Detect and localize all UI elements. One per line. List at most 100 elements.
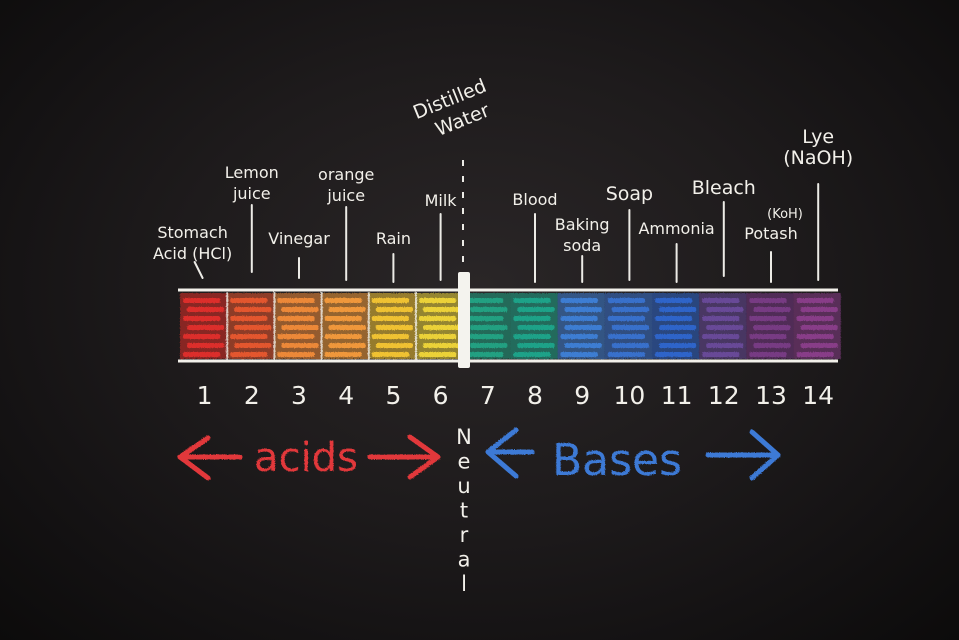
- chalk-stroke: [183, 298, 221, 303]
- substance-text: Lye: [802, 126, 834, 148]
- chalk-stroke: [706, 325, 744, 330]
- bases-label: Bases: [552, 435, 682, 486]
- chalk-stroke: [513, 298, 551, 303]
- ph-color-bar: [180, 292, 841, 360]
- chalk-stroke: [324, 316, 362, 321]
- substance-text: juice: [326, 186, 365, 205]
- substance-text: Bleach: [692, 177, 756, 199]
- substance-text: Ammonia: [638, 219, 714, 238]
- substance-label-7: Baking soda: [555, 215, 610, 283]
- chalk-stroke: [655, 316, 693, 321]
- substance-label-6: Blood: [512, 190, 558, 283]
- chalk-stroke: [324, 334, 362, 339]
- chalk-stroke: [611, 307, 649, 312]
- substance-text: Milk: [425, 191, 458, 210]
- chalk-stroke: [706, 343, 744, 348]
- chalk-stroke: [371, 298, 409, 303]
- bases-region: Bases: [485, 427, 781, 486]
- chalk-stroke: [611, 325, 649, 330]
- chalk-stroke: [753, 325, 791, 330]
- chalk-stroke: [702, 316, 740, 321]
- chalk-stroke: [607, 316, 645, 321]
- chalk-stroke: [423, 307, 461, 312]
- substance-text: Vinegar: [268, 229, 330, 248]
- chalk-stroke: [234, 307, 272, 312]
- chalk-stroke: [183, 316, 221, 321]
- chalk-stroke: [277, 298, 315, 303]
- chalk-stroke: [324, 298, 362, 303]
- chalk-stroke: [328, 343, 366, 348]
- neutral-letter: u: [457, 474, 470, 498]
- chalk-stroke: [702, 352, 740, 357]
- chalk-stroke: [466, 316, 504, 321]
- chalk-stroke: [749, 334, 787, 339]
- neutral-letter: a: [458, 548, 471, 572]
- chalk-stroke: [659, 325, 697, 330]
- chalk-stroke: [749, 316, 787, 321]
- chalk-stroke: [560, 298, 598, 303]
- substance-text: soda: [563, 236, 601, 255]
- acids-label: acids: [254, 435, 358, 481]
- neutral-letter: r: [460, 523, 469, 547]
- chalk-stroke: [371, 334, 409, 339]
- acids-region: acids: [177, 434, 441, 481]
- ph-number-2: 2: [244, 381, 260, 410]
- chalk-stroke: [800, 307, 838, 312]
- substance-label-10: Bleach: [692, 177, 756, 277]
- chalk-stroke: [371, 316, 409, 321]
- chalk-stroke: [466, 352, 504, 357]
- chalk-stroke: [513, 316, 551, 321]
- chalk-stroke: [753, 307, 791, 312]
- chalk-stroke: [230, 316, 268, 321]
- chalk-stroke: [375, 325, 413, 330]
- ph-number-12: 12: [708, 381, 740, 410]
- bases-arrowhead-left: [485, 427, 519, 479]
- chalk-stroke: [183, 334, 221, 339]
- substance-text: Baking: [555, 215, 610, 234]
- chalk-stroke: [230, 334, 268, 339]
- substance-text: Acid (HCl): [153, 244, 232, 263]
- substance-label-8: Soap: [606, 183, 653, 281]
- chalk-stroke: [470, 343, 508, 348]
- chalk-stroke: [513, 352, 551, 357]
- chalk-stroke: [611, 343, 649, 348]
- leader-line: [193, 261, 204, 279]
- ph-number-14: 14: [802, 381, 834, 410]
- substance-text: (KoH): [767, 207, 803, 222]
- acids-arrowhead-right: [407, 434, 441, 480]
- chalk-stroke: [517, 307, 555, 312]
- chalk-stroke: [564, 343, 602, 348]
- chalk-stroke: [419, 316, 457, 321]
- chalk-stroke: [607, 352, 645, 357]
- chalk-stroke: [796, 334, 834, 339]
- title-distilled-water: Distilled Water: [410, 75, 493, 141]
- chalk-stroke: [517, 343, 555, 348]
- substance-text: Lemon: [225, 163, 279, 182]
- substance-text: (NaOH): [783, 147, 853, 169]
- ph-number-11: 11: [661, 381, 693, 410]
- ph-number-6: 6: [433, 381, 449, 410]
- chalk-stroke: [706, 307, 744, 312]
- ph-number-13: 13: [755, 381, 787, 410]
- substance-text: Rain: [376, 229, 411, 248]
- ph-number-7: 7: [480, 381, 496, 410]
- chalk-stroke: [800, 343, 838, 348]
- chalk-stroke: [371, 352, 409, 357]
- chalk-stroke: [749, 352, 787, 357]
- chalk-stroke: [466, 334, 504, 339]
- chalk-stroke: [466, 298, 504, 303]
- substance-label-12: Lye(NaOH): [783, 126, 853, 281]
- chalk-stroke: [375, 307, 413, 312]
- neutral-letter: l: [461, 572, 467, 596]
- substance-label-5: Milk: [425, 191, 458, 281]
- chalk-stroke: [560, 316, 598, 321]
- chalk-stroke: [607, 334, 645, 339]
- bases-arrowhead-right: [749, 429, 781, 481]
- chalk-stroke: [277, 316, 315, 321]
- chalk-stroke: [230, 352, 268, 357]
- chalk-stroke: [655, 298, 693, 303]
- chalk-stroke: [328, 307, 366, 312]
